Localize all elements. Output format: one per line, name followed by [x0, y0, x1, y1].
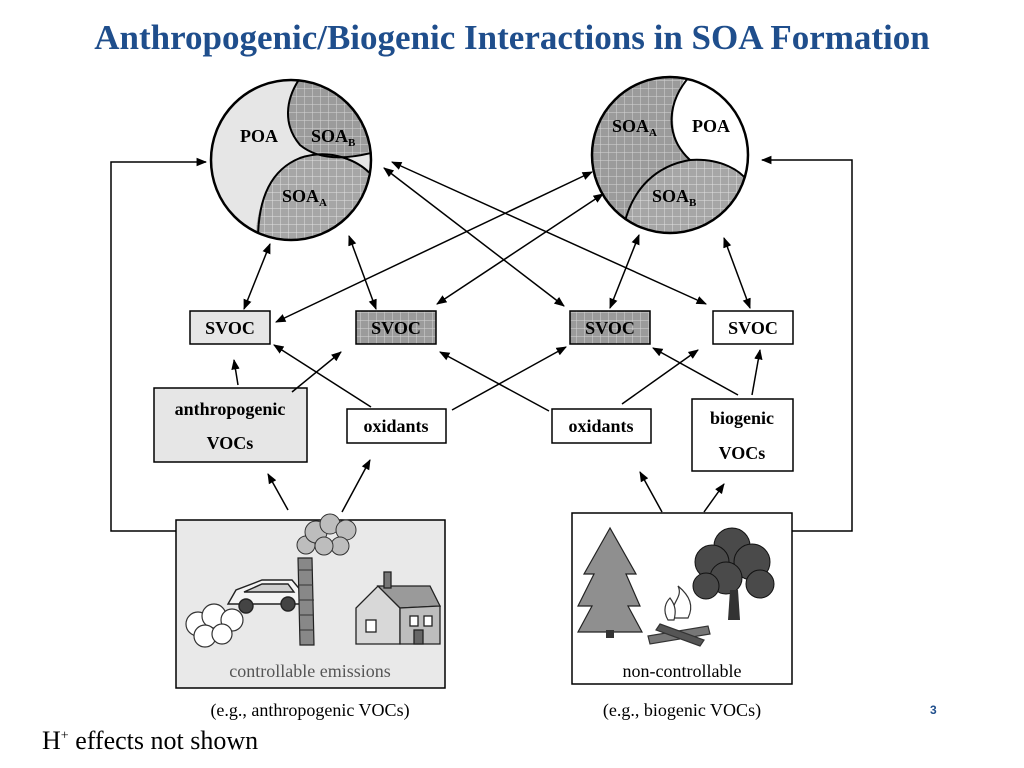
oxidants-left-label: oxidants — [363, 416, 428, 436]
left-particle: POA SOAB SOAA — [209, 78, 373, 242]
svoc-label-1: SVOC — [205, 318, 255, 338]
svoc-box-4: SVOC — [712, 310, 794, 345]
deciduous-tree-icon — [692, 527, 775, 620]
exhaust-cloud-icon — [185, 603, 244, 648]
example-right-caption: (e.g., biogenic VOCs) — [603, 700, 761, 721]
svg-text:SOAB: SOAB — [311, 126, 356, 149]
left-soa-a-label: SOA — [282, 186, 319, 206]
controllable-emissions-panel: controllable emissions — [175, 513, 446, 689]
controllable-caption: controllable emissions — [229, 661, 390, 681]
right-soa-a-label: SOA — [612, 116, 649, 136]
left-poa-label: POA — [240, 126, 278, 146]
non-controllable-panel: non-controllable — [571, 512, 793, 685]
biogenic-label: biogenic — [710, 408, 774, 428]
anthropogenic-vocs-label: VOCs — [207, 433, 254, 453]
left-soa-b-subscript: B — [348, 137, 356, 149]
right-soa-b-subscript: B — [689, 197, 697, 209]
page-number: 3 — [930, 703, 937, 717]
arrows — [110, 155, 853, 532]
non-controllable-caption: non-controllable — [623, 661, 742, 681]
anthropogenic-vocs-box: anthropogenic VOCs — [153, 387, 308, 463]
right-poa-label: POA — [692, 116, 730, 136]
conifer-tree-icon — [576, 526, 644, 638]
svoc-box-1: SVOC — [189, 310, 271, 345]
biogenic-vocs-box: biogenic VOCs — [691, 398, 794, 472]
smokestack-icon — [296, 513, 357, 646]
right-soa-a-subscript: A — [649, 127, 657, 139]
slide-title: Anthropogenic/Biogenic Interactions in S… — [94, 18, 930, 57]
footnote-text: effects not shown — [68, 726, 259, 755]
footnote-superscript: + — [60, 728, 69, 744]
house-icon — [355, 571, 442, 645]
footnote: H+ effects not shown — [42, 726, 258, 756]
svoc-label-3: SVOC — [585, 318, 635, 338]
svoc-box-3: SVOC — [569, 310, 651, 345]
anthropogenic-label: anthropogenic — [175, 399, 286, 419]
footnote-h: H — [42, 726, 61, 755]
biogenic-vocs-label: VOCs — [719, 443, 766, 463]
example-left-caption: (e.g., anthropogenic VOCs) — [210, 700, 409, 721]
oxidants-right-box: oxidants — [551, 408, 652, 444]
svoc-label-4: SVOC — [728, 318, 778, 338]
left-soa-b-label: SOA — [311, 126, 348, 146]
svoc-label-2: SVOC — [371, 318, 421, 338]
left-soa-a-subscript: A — [319, 197, 327, 209]
campfire-icon — [647, 585, 711, 647]
oxidants-left-box: oxidants — [346, 408, 447, 444]
right-soa-b-label: SOA — [652, 186, 689, 206]
oxidants-right-label: oxidants — [568, 416, 633, 436]
svoc-box-2: SVOC — [355, 310, 437, 345]
car-icon — [226, 579, 303, 614]
right-particle: SOAA POA SOAB — [590, 75, 750, 235]
svg-text:SOAA: SOAA — [612, 116, 657, 139]
